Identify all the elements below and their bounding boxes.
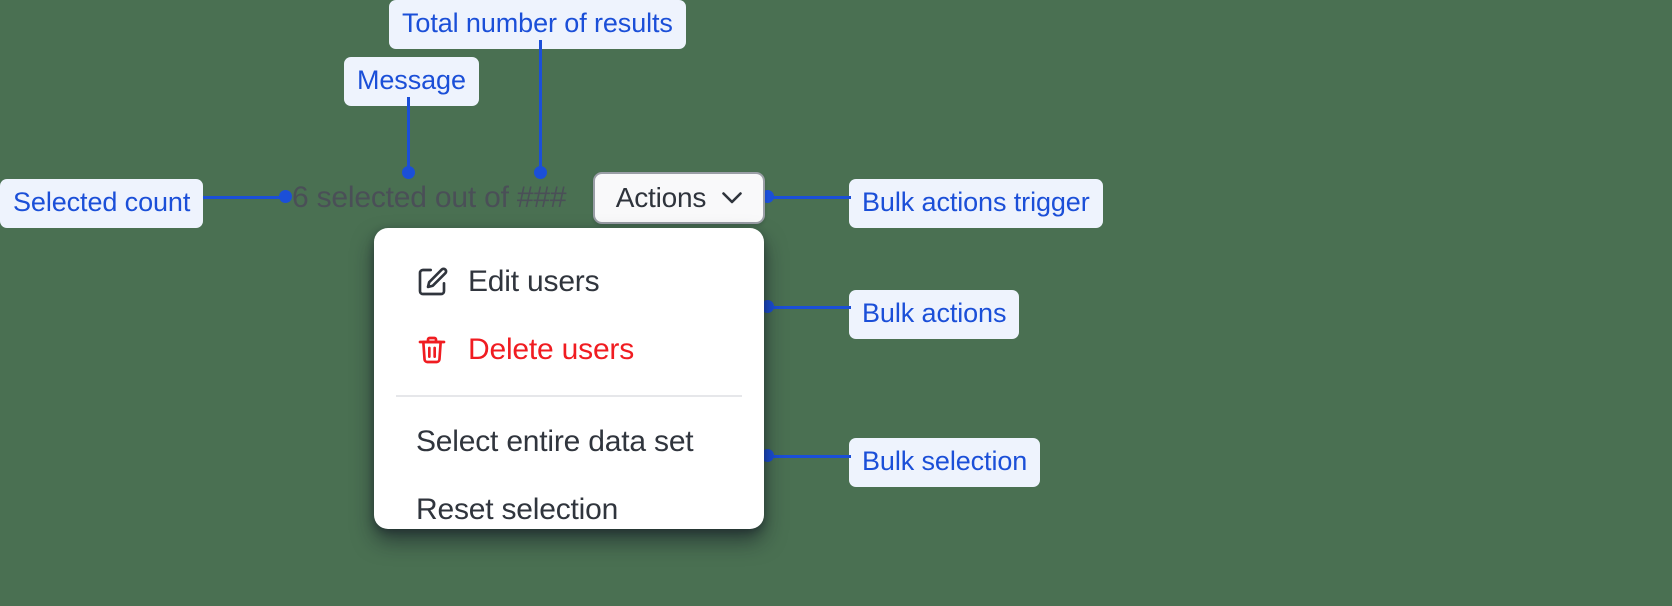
connector-line-bulk-actions <box>766 306 851 309</box>
chevron-down-icon <box>722 192 743 204</box>
annotation-chip-bulk-selection: Bulk selection <box>849 438 1041 487</box>
annotation-chip-selected-count: Selected count <box>0 179 204 228</box>
menu-item-label: Delete users <box>468 333 635 366</box>
connector-dot-bulk-actions <box>761 300 774 313</box>
annotation-chip-total-results: Total number of results <box>389 0 686 49</box>
connector-dot-total-results <box>534 166 547 179</box>
connector-line-selected-count <box>203 196 288 199</box>
menu-item-delete-users[interactable]: Delete users <box>374 316 764 384</box>
edit-pencil-icon <box>416 266 448 298</box>
menu-item-label: Edit users <box>468 265 600 298</box>
menu-item-select-entire-data-set[interactable]: Select entire data set <box>374 408 764 476</box>
bulk-actions-trigger-button[interactable]: Actions <box>593 172 765 224</box>
menu-item-label: Reset selection <box>416 493 619 526</box>
connector-dot-message <box>402 166 415 179</box>
menu-item-label: Select entire data set <box>416 425 694 458</box>
connector-line-message <box>407 97 410 172</box>
annotation-chip-message: Message <box>344 57 479 106</box>
connector-dot-selected-count <box>279 190 292 203</box>
annotation-chip-bulk-actions: Bulk actions <box>849 290 1020 339</box>
connector-dot-bulk-selection <box>761 449 774 462</box>
connector-line-bulk-actions-trigger <box>766 196 851 199</box>
selected-count-text: 6 selected out of ### <box>292 181 567 214</box>
bulk-actions-menu: Edit users Delete users Select entire da… <box>374 228 764 529</box>
trash-icon <box>416 334 448 366</box>
menu-divider <box>396 395 742 397</box>
connector-line-total-results <box>539 40 542 172</box>
annotation-chip-bulk-actions-trigger: Bulk actions trigger <box>849 179 1103 228</box>
connector-line-bulk-selection <box>766 455 851 458</box>
menu-item-reset-selection[interactable]: Reset selection <box>374 476 764 544</box>
bulk-actions-trigger-label: Actions <box>615 182 707 213</box>
menu-item-edit-users[interactable]: Edit users <box>374 248 764 316</box>
